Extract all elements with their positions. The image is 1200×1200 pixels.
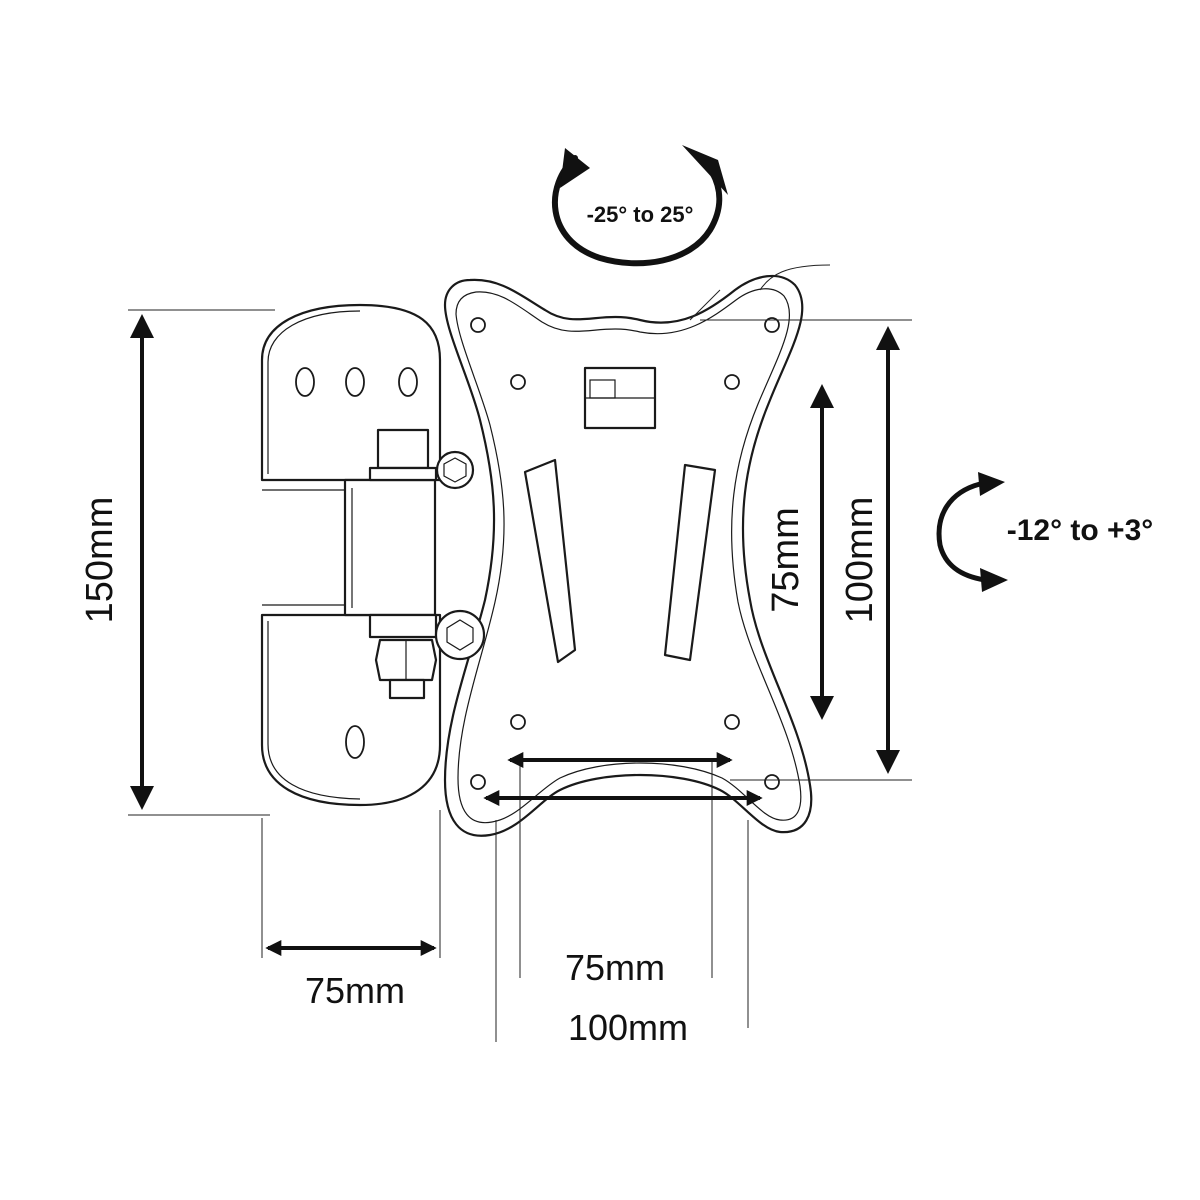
vesa-plate (443, 274, 813, 837)
hinge-bolt (368, 428, 438, 700)
vesa-hole (764, 317, 780, 333)
vesa-hole (510, 714, 526, 730)
vesa-hole (470, 774, 486, 790)
vesa-hole (764, 774, 780, 790)
swivel-range-label: -25° to 25° (587, 202, 694, 227)
vesa-hole (470, 317, 486, 333)
wall-hole (295, 367, 315, 397)
wall-hole (345, 367, 365, 397)
vesa-hole (724, 714, 740, 730)
tilt-range-label: -12° to +3° (1007, 514, 1154, 547)
vesa-horizontal-small-label: 75mm (565, 947, 665, 988)
swivel-nut-bottom (434, 609, 486, 661)
vesa-hole (510, 374, 526, 390)
swivel-nut-top (435, 450, 475, 490)
tilt-arrow-icon (936, 472, 1008, 592)
wall-plate (260, 303, 442, 807)
wall-plate-depth-label: 75mm (305, 970, 405, 1011)
total-height-label: 150mm (79, 497, 121, 624)
swivel-arrow-icon (552, 145, 728, 267)
wall-hole (345, 725, 365, 759)
vesa-vertical-large-label: 100mm (839, 497, 881, 624)
vesa-horizontal-large-label: 100mm (568, 1007, 688, 1048)
vesa-hole (724, 374, 740, 390)
vesa-vertical-small-label: 75mm (765, 507, 807, 613)
wall-hole (398, 367, 418, 397)
